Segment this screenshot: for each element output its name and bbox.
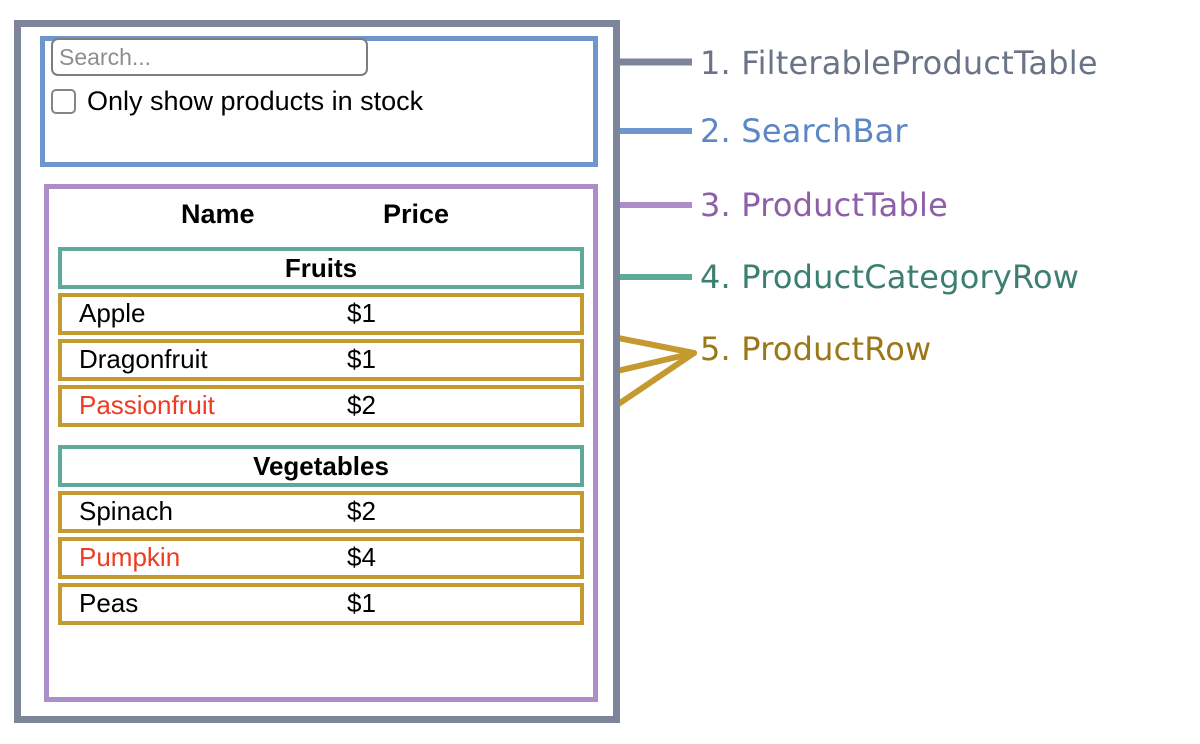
product-name: Apple	[79, 298, 146, 329]
product-table-header-row: Name Price	[49, 197, 593, 241]
product-table-body: Fruits Apple $1 Dragonfruit $1 Passionfr…	[58, 247, 584, 629]
product-name: Peas	[79, 588, 139, 619]
callout-label-filterable-product-table: 1. FilterableProductTable	[700, 44, 1098, 82]
callout-label-product-category-row: 4. ProductCategoryRow	[700, 258, 1080, 296]
product-category-row: Vegetables	[58, 445, 584, 487]
only-in-stock-label: Only show products in stock	[87, 86, 424, 116]
product-row[interactable]: Spinach $2	[58, 491, 584, 533]
product-table-boundary: Name Price Fruits Apple $1 Dragonfruit $…	[44, 184, 598, 702]
product-price: $4	[347, 542, 376, 573]
only-in-stock-checkbox[interactable]	[51, 89, 76, 114]
product-price: $2	[347, 390, 376, 421]
product-name: Passionfruit	[79, 390, 215, 421]
callout-label-product-table: 3. ProductTable	[700, 186, 948, 224]
product-price: $1	[347, 298, 376, 329]
product-name: Pumpkin	[79, 542, 181, 573]
product-row[interactable]: Apple $1	[58, 293, 584, 335]
product-price: $1	[347, 588, 376, 619]
product-price: $1	[347, 344, 376, 375]
column-header-name: Name	[181, 199, 255, 229]
product-row[interactable]: Passionfruit $2	[58, 385, 584, 427]
product-category-row: Fruits	[58, 247, 584, 289]
product-price: $2	[347, 496, 376, 527]
product-name: Spinach	[79, 496, 173, 527]
search-input[interactable]	[51, 38, 368, 76]
callout-label-search-bar: 2. SearchBar	[700, 112, 908, 150]
product-name: Dragonfruit	[79, 344, 208, 375]
column-header-price: Price	[383, 199, 450, 229]
product-row[interactable]: Peas $1	[58, 583, 584, 625]
callout-label-product-row: 5. ProductRow	[700, 330, 932, 368]
product-row[interactable]: Pumpkin $4	[58, 537, 584, 579]
product-row[interactable]: Dragonfruit $1	[58, 339, 584, 381]
only-in-stock-row[interactable]: Only show products in stock	[51, 88, 423, 115]
